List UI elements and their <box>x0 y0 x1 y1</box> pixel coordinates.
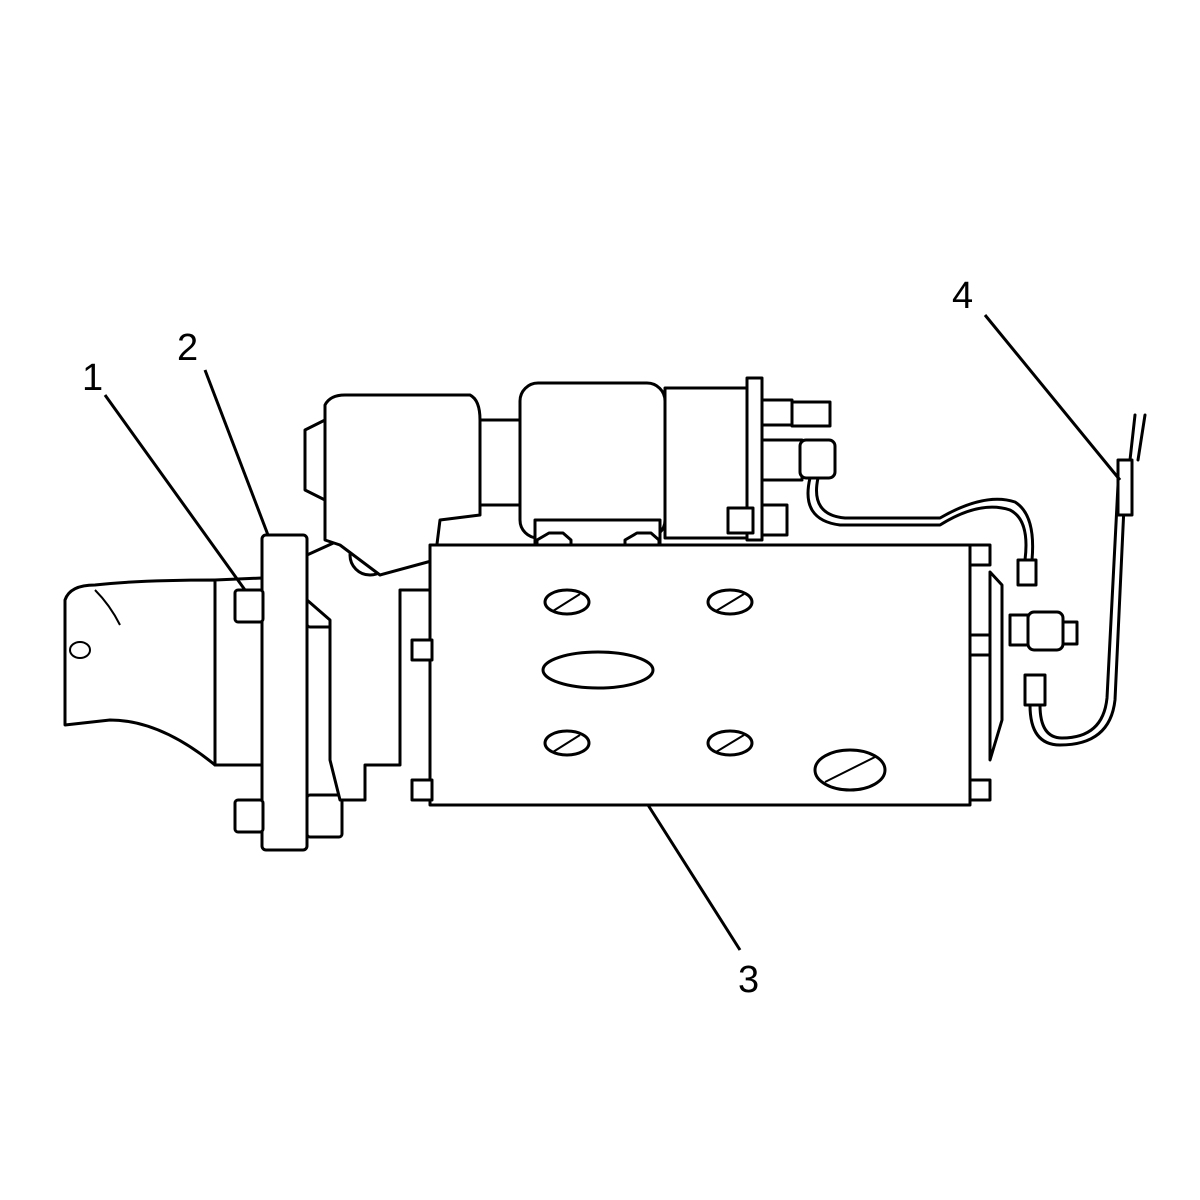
leader-1 <box>103 394 247 591</box>
leader-4 <box>983 314 1122 481</box>
wiring <box>806 476 1127 747</box>
commutator-end <box>988 570 1079 762</box>
callout-2: 2 <box>177 327 198 369</box>
callout-4: 4 <box>952 275 973 317</box>
lever-housing <box>303 393 527 802</box>
field-frame <box>410 543 992 807</box>
mounting-flange <box>260 533 309 852</box>
leader-2 <box>203 369 270 536</box>
solenoid <box>518 376 837 572</box>
callout-1: 1 <box>82 357 103 399</box>
wire-lead <box>1116 413 1147 517</box>
leader-3 <box>646 804 742 951</box>
callout-3: 3 <box>738 959 759 1001</box>
drive-housing <box>63 578 217 767</box>
leader-lines <box>103 314 1122 951</box>
